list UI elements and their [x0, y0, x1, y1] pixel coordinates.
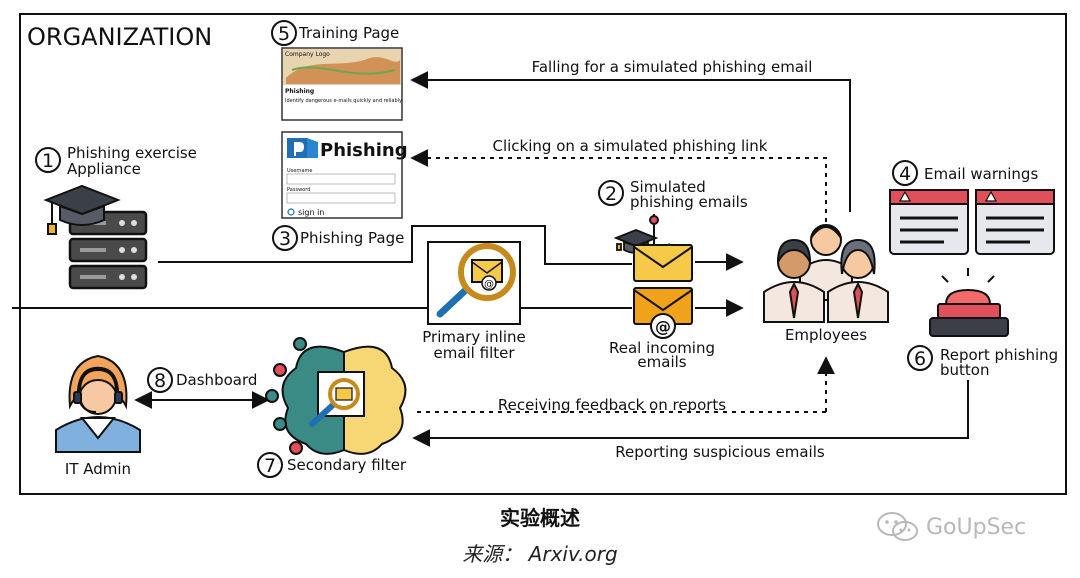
step-6-number: 6 — [914, 348, 926, 370]
it-admin: IT Admin — [55, 354, 141, 478]
step-2-simulated-emails: 2 Simulated phishing emails — [598, 178, 748, 282]
step-4-badge — [892, 160, 918, 186]
primary-filter: @ Primary inline email filter — [422, 241, 526, 362]
step-1-badge — [35, 147, 61, 173]
simulated-label-line2: phishing emails — [630, 193, 748, 211]
svg-text:@: @ — [655, 317, 671, 336]
svg-text:@: @ — [484, 279, 494, 290]
organization-label: ORGANIZATION — [27, 23, 212, 51]
real-emails: @ Real incoming emails — [609, 287, 715, 371]
step-6-badge — [907, 345, 933, 371]
step-5-training-page: 5 Training Page Company Logo Phishing Id… — [271, 20, 403, 121]
warning-card-1 — [889, 189, 969, 255]
employees-label: Employees — [785, 326, 867, 344]
email-warnings-label: Email warnings — [924, 165, 1038, 183]
primary-filter-label-line1: Primary inline — [422, 328, 525, 346]
real-email-envelope-icon: @ — [633, 287, 693, 339]
step-5-badge — [271, 20, 297, 46]
watermark-text: GoUpSec — [926, 514, 1027, 540]
signin-icon — [287, 208, 295, 216]
it-admin-label: IT Admin — [65, 460, 131, 478]
phishing-logo-side — [307, 138, 318, 158]
clicking-label: Clicking on a simulated phishing link — [493, 137, 768, 155]
step-1-appliance: 1 Phishing exercise Appliance — [35, 144, 197, 290]
report-button-label-line1: Report phishing — [940, 346, 1058, 364]
step-8-badge — [147, 367, 173, 393]
phishing-page-password-field — [286, 192, 396, 204]
step-7-badge — [257, 452, 283, 478]
real-emails-label-line2: emails — [637, 353, 686, 371]
step-4-email-warnings: 4 Email warnings — [889, 160, 1055, 255]
step-7-secondary-filter: 7 Secondary filter — [257, 337, 407, 478]
wechat-icon — [877, 512, 918, 541]
caption-source: 来源： Arxiv.org — [462, 542, 618, 566]
training-page-body: Identify dangerous e-mails quickly and r… — [285, 98, 402, 104]
training-banner-shape — [286, 57, 400, 84]
step-7-number: 7 — [264, 455, 276, 477]
reporting-arrow — [412, 380, 969, 447]
phishing-page-signin-link: sign in — [298, 208, 324, 217]
training-banner-stroke — [291, 66, 396, 75]
step-5-number: 5 — [278, 23, 290, 45]
brain-filter-icon — [265, 337, 407, 455]
magnifier-envelope-icon: @ — [436, 243, 516, 318]
graduation-cap-icon — [43, 184, 121, 235]
training-page-label: Training Page — [298, 24, 399, 42]
falling-arrow — [410, 71, 851, 212]
step-3-phishing-page: Phishing Username Password sign in 3 Phi… — [272, 131, 408, 251]
step-8-number: 8 — [154, 370, 166, 392]
appliance-label-line1: Phishing exercise — [67, 144, 197, 162]
step-3-number: 3 — [279, 228, 291, 250]
primary-filter-label-line2: email filter — [433, 344, 515, 362]
step-1-number: 1 — [42, 150, 54, 172]
step-6-report-button: 6 Report phishing button — [907, 268, 1058, 379]
training-page-heading: Phishing — [285, 88, 314, 95]
step-2-number: 2 — [605, 183, 617, 205]
training-page-banner-text: Company Logo — [285, 51, 330, 58]
appliance-label-line2: Appliance — [67, 160, 141, 178]
connectors — [12, 71, 969, 447]
watermark: GoUpSec — [876, 511, 1026, 543]
simulated-label-line1: Simulated — [630, 178, 706, 196]
phishing-page-title: Phishing — [320, 140, 408, 161]
step-8-dashboard: 8 Dashboard — [147, 367, 257, 393]
reporting-label: Reporting suspicious emails — [615, 443, 825, 461]
dashboard-label: Dashboard — [176, 371, 257, 389]
employees: Employees — [763, 224, 889, 344]
phishing-page-username-field — [286, 173, 396, 185]
step-2-badge — [598, 180, 624, 206]
report-button-label-line2: button — [940, 361, 989, 379]
phishing-page-label: Phishing Page — [300, 229, 404, 247]
clicking-arrow — [410, 149, 827, 222]
feedback-label: Receiving feedback on reports — [498, 396, 726, 414]
real-emails-label-line1: Real incoming — [609, 339, 715, 357]
step-4-number: 4 — [899, 163, 911, 185]
phishing-page-field1-label: Username — [287, 168, 313, 174]
phishing-exercise-diagram: ORGANIZATION Falling for a simulated phi… — [12, 13, 1067, 495]
caption-title: 实验概述 — [500, 506, 580, 530]
report-button-icon — [929, 268, 1009, 337]
falling-label: Falling for a simulated phishing email — [532, 58, 813, 76]
it-admin-icon — [55, 354, 141, 453]
phishing-logo-glyph — [294, 142, 304, 156]
step-3-badge — [272, 225, 298, 251]
appliance-to-simulated-line — [158, 225, 632, 265]
organization-frame — [19, 13, 1067, 495]
secondary-filter-label: Secondary filter — [287, 456, 407, 474]
employees-group-icon — [763, 224, 889, 323]
simulated-email-envelope-icon — [633, 244, 693, 282]
phishing-page-field2-label: Password — [287, 187, 310, 193]
warning-card-2 — [975, 189, 1055, 255]
